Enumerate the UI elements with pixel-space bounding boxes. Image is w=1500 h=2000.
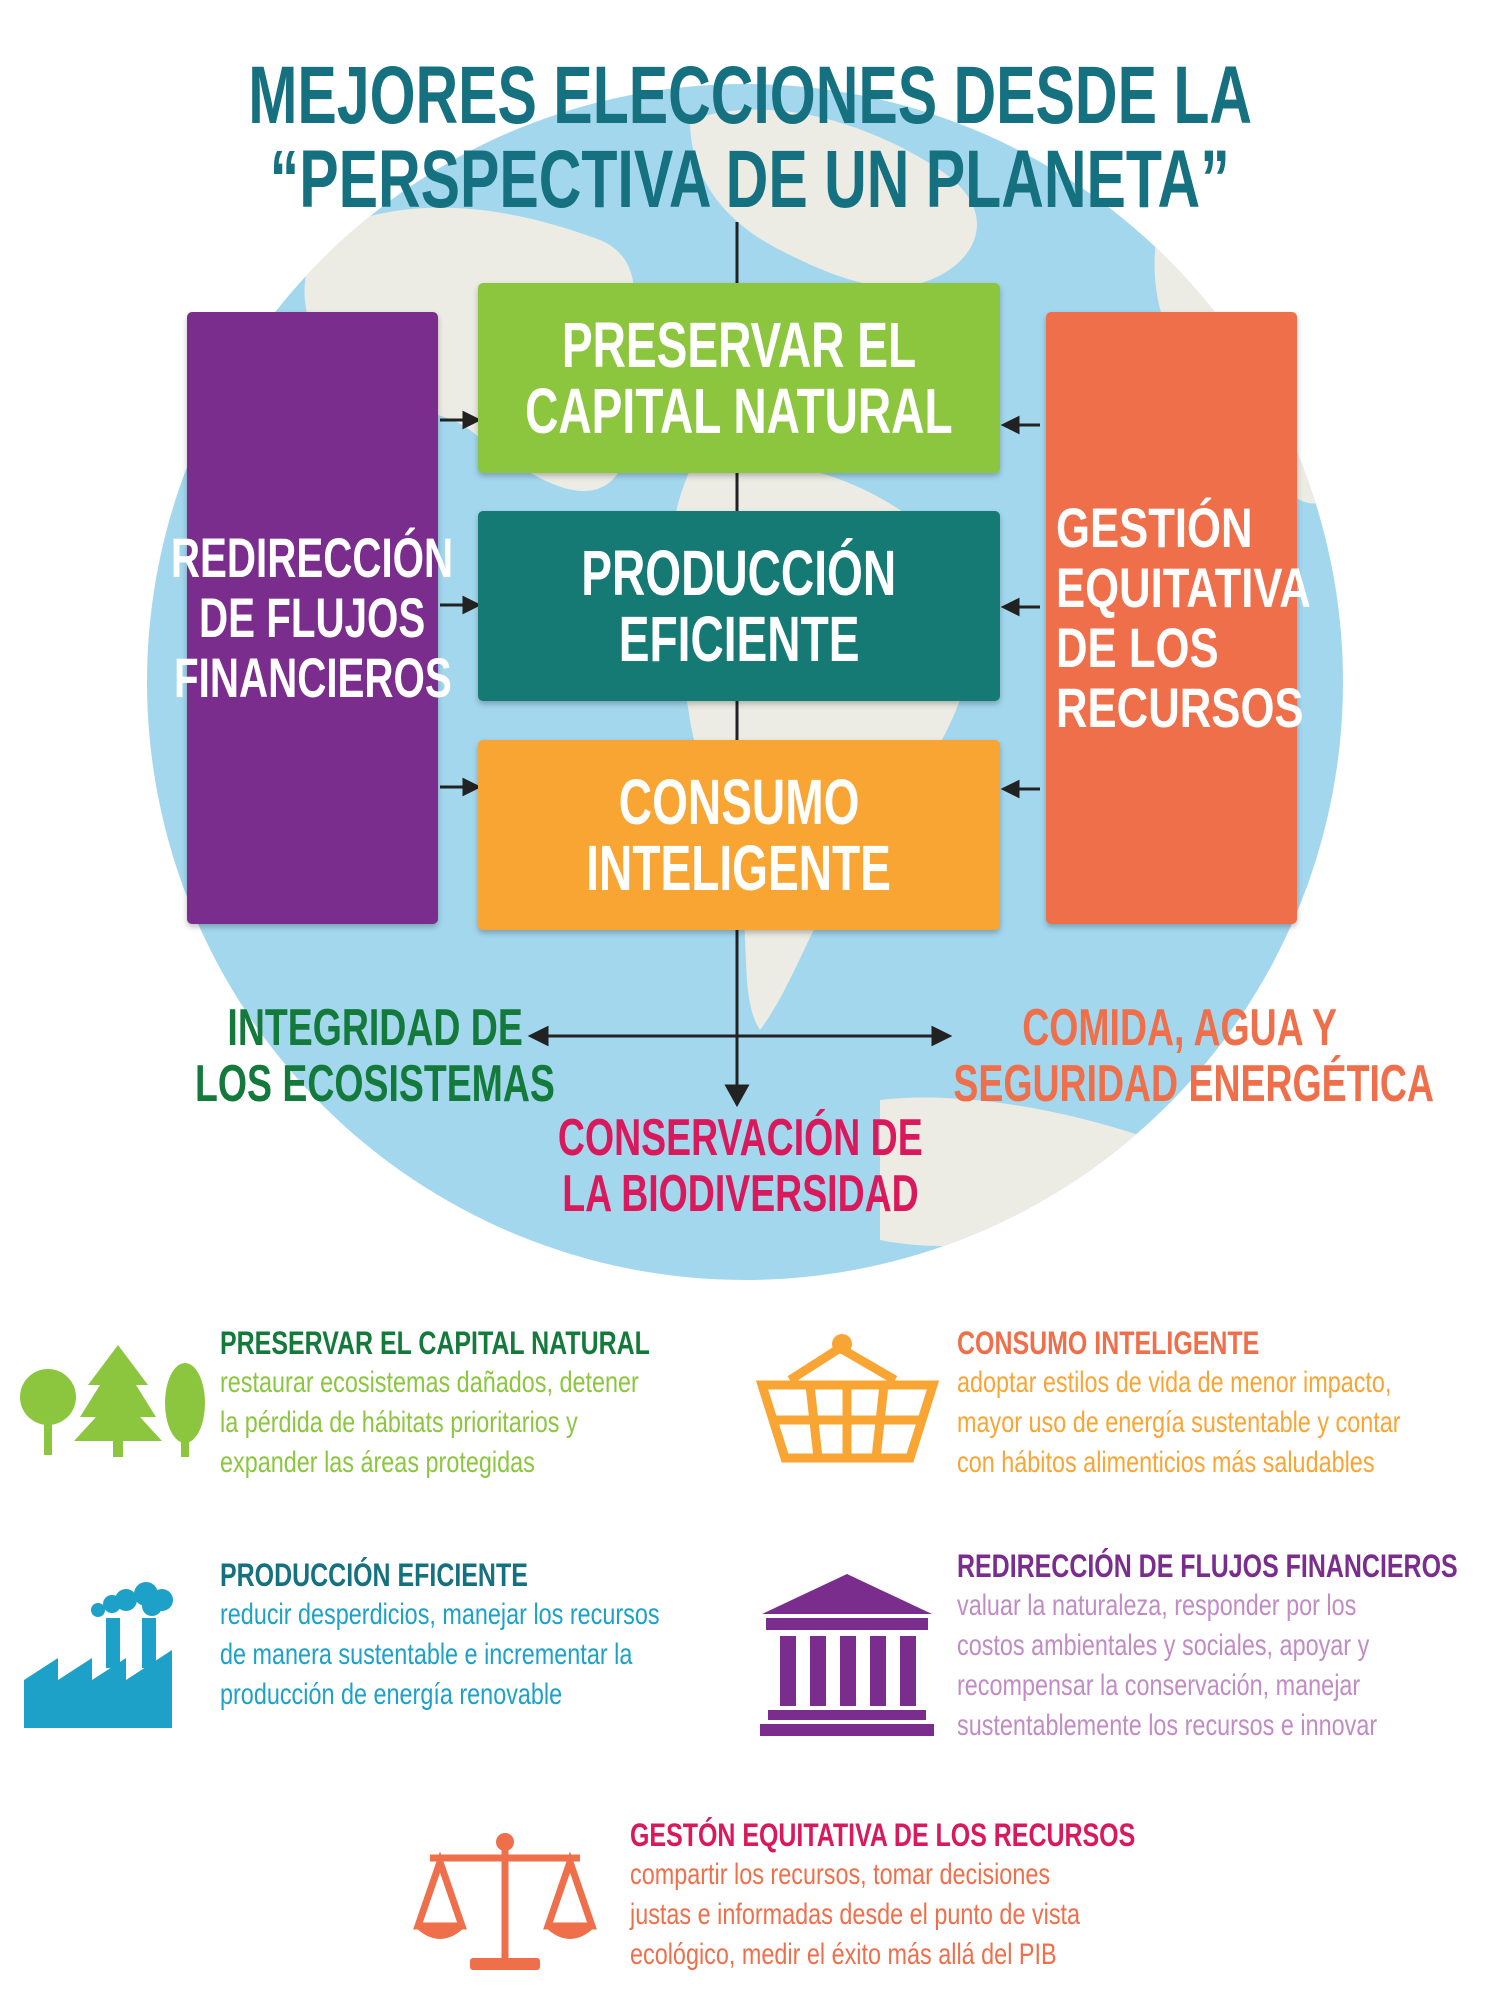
legend-capital-heading: PRESERVAR EL CAPITAL NATURAL xyxy=(220,1325,650,1361)
legend-produccion-heading: PRODUCCIÓN EFICIENTE xyxy=(220,1557,528,1593)
outcome-comida-agua: COMIDA, AGUA Y SEGURIDAD ENERGÉTICA xyxy=(860,1000,1500,1112)
legend-capital-line-3: expander las áreas protegidas xyxy=(220,1446,535,1479)
left-box-line-1: REDIRECCIÓN xyxy=(171,526,454,589)
legend-flujos-heading: REDIRECCIÓN DE FLUJOS FINANCIEROS xyxy=(957,1548,1458,1584)
trees-icon xyxy=(20,1345,205,1457)
box-produccion-line-2: EFICIENTE xyxy=(618,603,860,675)
outcome-integridad-line-2: LOS ECOSISTEMAS xyxy=(195,1055,555,1113)
outcome-comida-line-2: SEGURIDAD ENERGÉTICA xyxy=(953,1055,1434,1113)
legend-flujos: REDIRECCIÓN DE FLUJOS FINANCIEROS valuar… xyxy=(957,1546,1497,1746)
legend-flujos-line-3: recompensar la conservación, manejar xyxy=(957,1669,1361,1702)
outcome-comida-line-1: COMIDA, AGUA Y xyxy=(1022,999,1338,1057)
box-redireccion-flujos: REDIRECCIÓN DE FLUJOS FINANCIEROS xyxy=(171,312,454,924)
left-box-line-2: DE FLUJOS xyxy=(199,586,426,649)
legend-gestion-line-3: ecológico, medir el éxito más allá del P… xyxy=(630,1938,1057,1971)
bank-icon xyxy=(760,1574,934,1736)
box-preservar-line-2: CAPITAL NATURAL xyxy=(525,375,953,447)
outcome-integridad-line-1: INTEGRIDAD DE xyxy=(227,999,523,1057)
box-consumo-inteligente: CONSUMO INTELIGENTE xyxy=(478,740,1000,930)
legend-capital-line-1: restaurar ecosistemas dañados, detener xyxy=(220,1366,639,1399)
outcome-integridad: INTEGRIDAD DE LOS ECOSISTEMAS xyxy=(95,1000,655,1112)
legend-consumo-line-2: mayor uso de energía sustentable y conta… xyxy=(957,1406,1401,1439)
box-produccion-eficiente: PRODUCCIÓN EFICIENTE xyxy=(478,511,1000,701)
legend-capital-line-2: la pérdida de hábitats prioritarios y xyxy=(220,1406,578,1439)
legend-produccion-line-2: de manera sustentable e incrementar la xyxy=(220,1638,633,1671)
legend-produccion-line-3: producción de energía renovable xyxy=(220,1678,563,1711)
legend-consumo: CONSUMO INTELIGENTE adoptar estilos de v… xyxy=(957,1323,1497,1483)
outcome-biodiversidad-line-2: LA BIODIVERSIDAD xyxy=(561,1165,919,1223)
right-box-line-3: DE LOS xyxy=(1056,616,1219,679)
title-line-1: MEJORES ELECCIONES DESDE LA xyxy=(248,50,1252,141)
outcome-biodiversidad: CONSERVACIÓN DE LA BIODIVERSIDAD xyxy=(460,1110,1020,1222)
scales-icon xyxy=(413,1833,597,1970)
legend-gestion-heading: GESTÓN EQUITATIVA DE LOS RECURSOS xyxy=(630,1817,1136,1853)
box-consumo-line-1: CONSUMO xyxy=(618,766,860,838)
legend-flujos-line-1: valuar la naturaleza, responder por los xyxy=(957,1589,1357,1622)
title-line-2: “PERSPECTIVA DE UN PLANETA” xyxy=(269,134,1231,225)
legend-gestion-line-1: compartir los recursos, tomar decisiones xyxy=(630,1858,1051,1891)
legend-gestion-line-2: justas e informadas desde el punto de vi… xyxy=(630,1898,1081,1931)
box-gestion-equitativa: GESTIÓN EQUITATIVA DE LOS RECURSOS xyxy=(1046,312,1311,924)
legend-produccion-line-1: reducir desperdicios, manejar los recurs… xyxy=(220,1598,660,1631)
legend-produccion: PRODUCCIÓN EFICIENTE reducir desperdicio… xyxy=(220,1555,760,1715)
right-box-line-1: GESTIÓN xyxy=(1056,496,1253,559)
legend-gestion: GESTÓN EQUITATIVA DE LOS RECURSOS compar… xyxy=(630,1815,1190,1975)
left-box-line-3: FINANCIEROS xyxy=(173,646,452,709)
box-preservar-line-1: PRESERVAR EL xyxy=(561,309,917,381)
outcome-biodiversidad-line-1: CONSERVACIÓN DE xyxy=(557,1109,923,1167)
legend-consumo-line-3: con hábitos alimenticios más saludables xyxy=(957,1446,1375,1479)
factory-icon xyxy=(24,1582,173,1728)
legend-consumo-line-1: adoptar estilos de vida de menor impacto… xyxy=(957,1366,1392,1399)
legend-flujos-line-4: sustentablemente los recursos e innovar xyxy=(957,1709,1378,1742)
box-produccion-line-1: PRODUCCIÓN xyxy=(581,537,897,609)
legend-consumo-heading: CONSUMO INTELIGENTE xyxy=(957,1325,1260,1361)
title: MEJORES ELECCIONES DESDE LA “PERSPECTIVA… xyxy=(0,54,1500,222)
box-preservar-capital: PRESERVAR EL CAPITAL NATURAL xyxy=(478,283,1000,473)
box-consumo-line-2: INTELIGENTE xyxy=(586,832,892,904)
legend-flujos-line-2: costos ambientales y sociales, apoyar y xyxy=(957,1629,1370,1662)
basket-icon xyxy=(755,1334,940,1463)
right-box-line-4: RECURSOS xyxy=(1056,676,1304,739)
right-box-line-2: EQUITATIVA xyxy=(1056,556,1311,619)
legend-capital: PRESERVAR EL CAPITAL NATURAL restaurar e… xyxy=(220,1323,740,1483)
